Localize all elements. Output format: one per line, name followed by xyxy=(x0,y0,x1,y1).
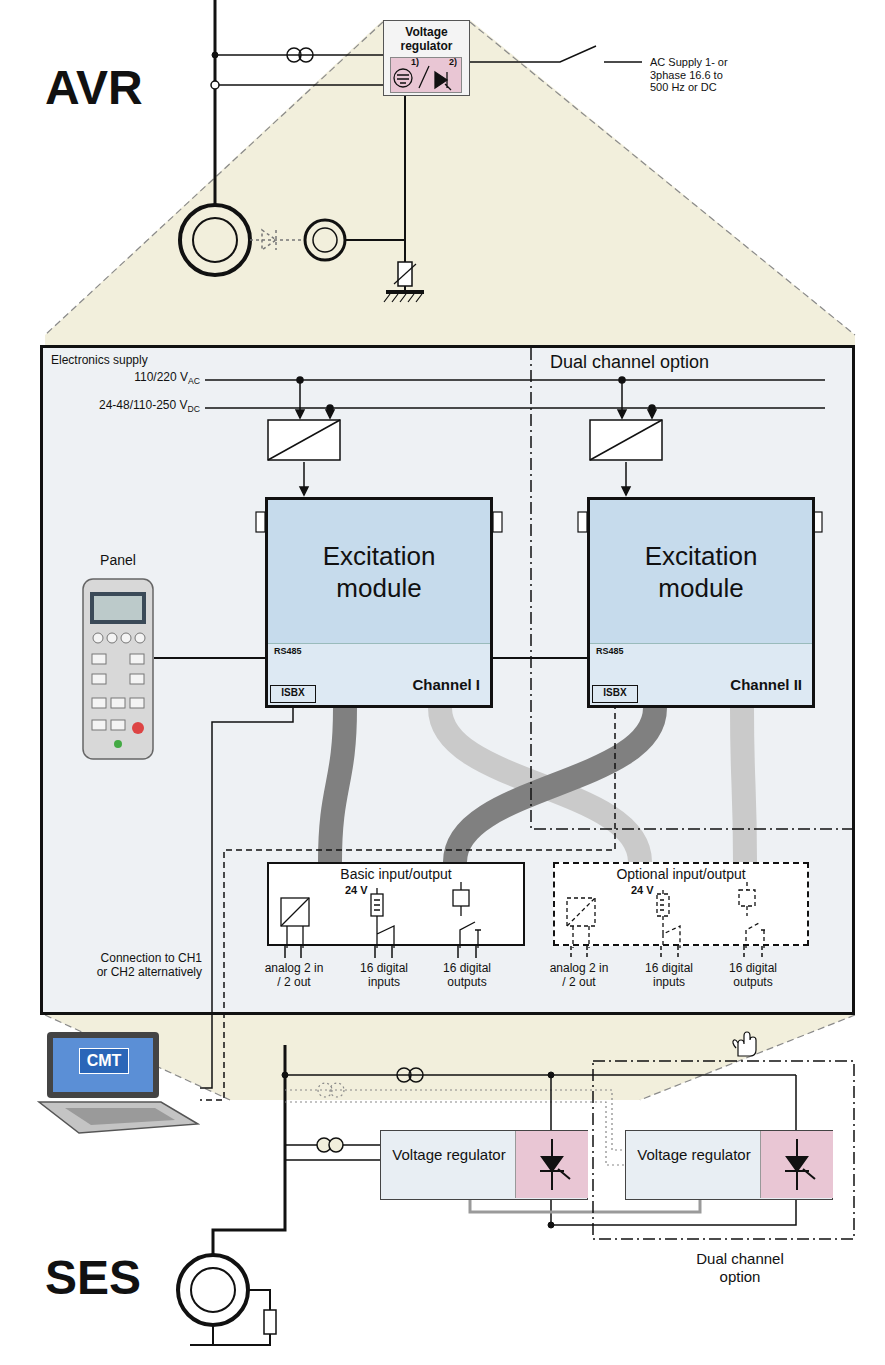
regulator-box: Voltage regulator xyxy=(625,1130,833,1200)
voltage-label: 24 V xyxy=(631,884,654,897)
connection-note: Connection to CH1 or CH2 alternatively xyxy=(96,952,202,980)
isbx-port: ISBX xyxy=(592,685,638,703)
box-title: Voltage regulator xyxy=(389,1146,509,1164)
io-board: Basic input/output 24 V xyxy=(267,862,525,946)
excitation-module: Excitation moduleRS485Channel II ISBX xyxy=(587,497,815,708)
operator-panel: Panel xyxy=(82,578,154,760)
supply-wiring xyxy=(205,377,825,958)
magnifier-zone xyxy=(40,20,855,1100)
control-cabinet: Electronics supply Dual channel optionExc… xyxy=(40,345,855,1015)
footnote-mark: 1) xyxy=(411,57,419,67)
data-link xyxy=(154,657,265,659)
region-title: Dual channel option xyxy=(550,352,709,373)
regulator-box: Voltage regulator xyxy=(380,1130,588,1200)
port-label: RS485 xyxy=(274,646,302,656)
ribbon-cable xyxy=(455,708,655,862)
ribbon-cable xyxy=(330,708,345,862)
io-label: 16 digital inputs xyxy=(637,962,701,990)
port-label: ISBX xyxy=(271,687,315,699)
supply-voltage: 110/220 VAC xyxy=(40,371,200,387)
channel-link xyxy=(470,1200,700,1212)
option-region: Dual channel optionExcitation moduleRS48… xyxy=(530,348,852,830)
data-link xyxy=(493,657,587,659)
port-label: RS485 xyxy=(596,646,624,656)
avr-schematic xyxy=(180,0,642,302)
section-label: AVR xyxy=(45,60,143,115)
io-label: analog 2 in / 2 out xyxy=(262,962,326,990)
io-label: 16 digital outputs xyxy=(718,962,788,990)
thyristor-bridge xyxy=(515,1131,588,1198)
laptop-icon xyxy=(35,1030,200,1135)
module-title: Excitation module xyxy=(292,540,466,604)
board-title: Basic input/output xyxy=(269,866,523,882)
supply-voltage: 24-48/110-250 VDC xyxy=(40,399,200,415)
isbx-port: ISBX xyxy=(270,685,316,703)
section-label: SES xyxy=(45,1250,141,1305)
channel-label: Channel II xyxy=(730,676,802,693)
section-title: Electronics supply xyxy=(51,354,148,368)
footnote-mark: 2) xyxy=(449,57,457,67)
port-label: ISBX xyxy=(593,687,637,699)
io-label: analog 2 in / 2 out xyxy=(547,962,611,990)
box-title: Voltage regulator xyxy=(384,25,469,53)
board-title: Optional input/output xyxy=(555,866,807,882)
module-title: Excitation module xyxy=(614,540,788,604)
subscript: DC xyxy=(188,404,200,414)
excitation-module: Excitation moduleRS485Channel I ISBX xyxy=(265,497,493,708)
voltage-label: 24 V xyxy=(345,884,368,897)
io-board: Optional input/output 24 V xyxy=(553,862,809,946)
subscript: AC xyxy=(188,376,200,386)
channel-label: Channel I xyxy=(412,676,480,693)
ribbon-cable xyxy=(742,708,745,862)
device-label: Panel xyxy=(68,552,168,568)
supply-note: AC Supply 1- or 3phase 16.6 to 500 Hz or… xyxy=(650,56,730,94)
io-label: 16 digital outputs xyxy=(432,962,502,990)
tool-label: CMT xyxy=(79,1048,129,1074)
region-title: Dual channel option xyxy=(690,1250,790,1286)
laptop-tool: CMT xyxy=(35,1030,200,1135)
box-title: Voltage regulator xyxy=(634,1146,754,1164)
io-label: 16 digital inputs xyxy=(352,962,416,990)
thyristor-bridge xyxy=(760,1131,833,1198)
handheld-panel xyxy=(82,578,154,760)
option-region: Dual channel optionVoltage regulator xyxy=(592,1060,855,1240)
